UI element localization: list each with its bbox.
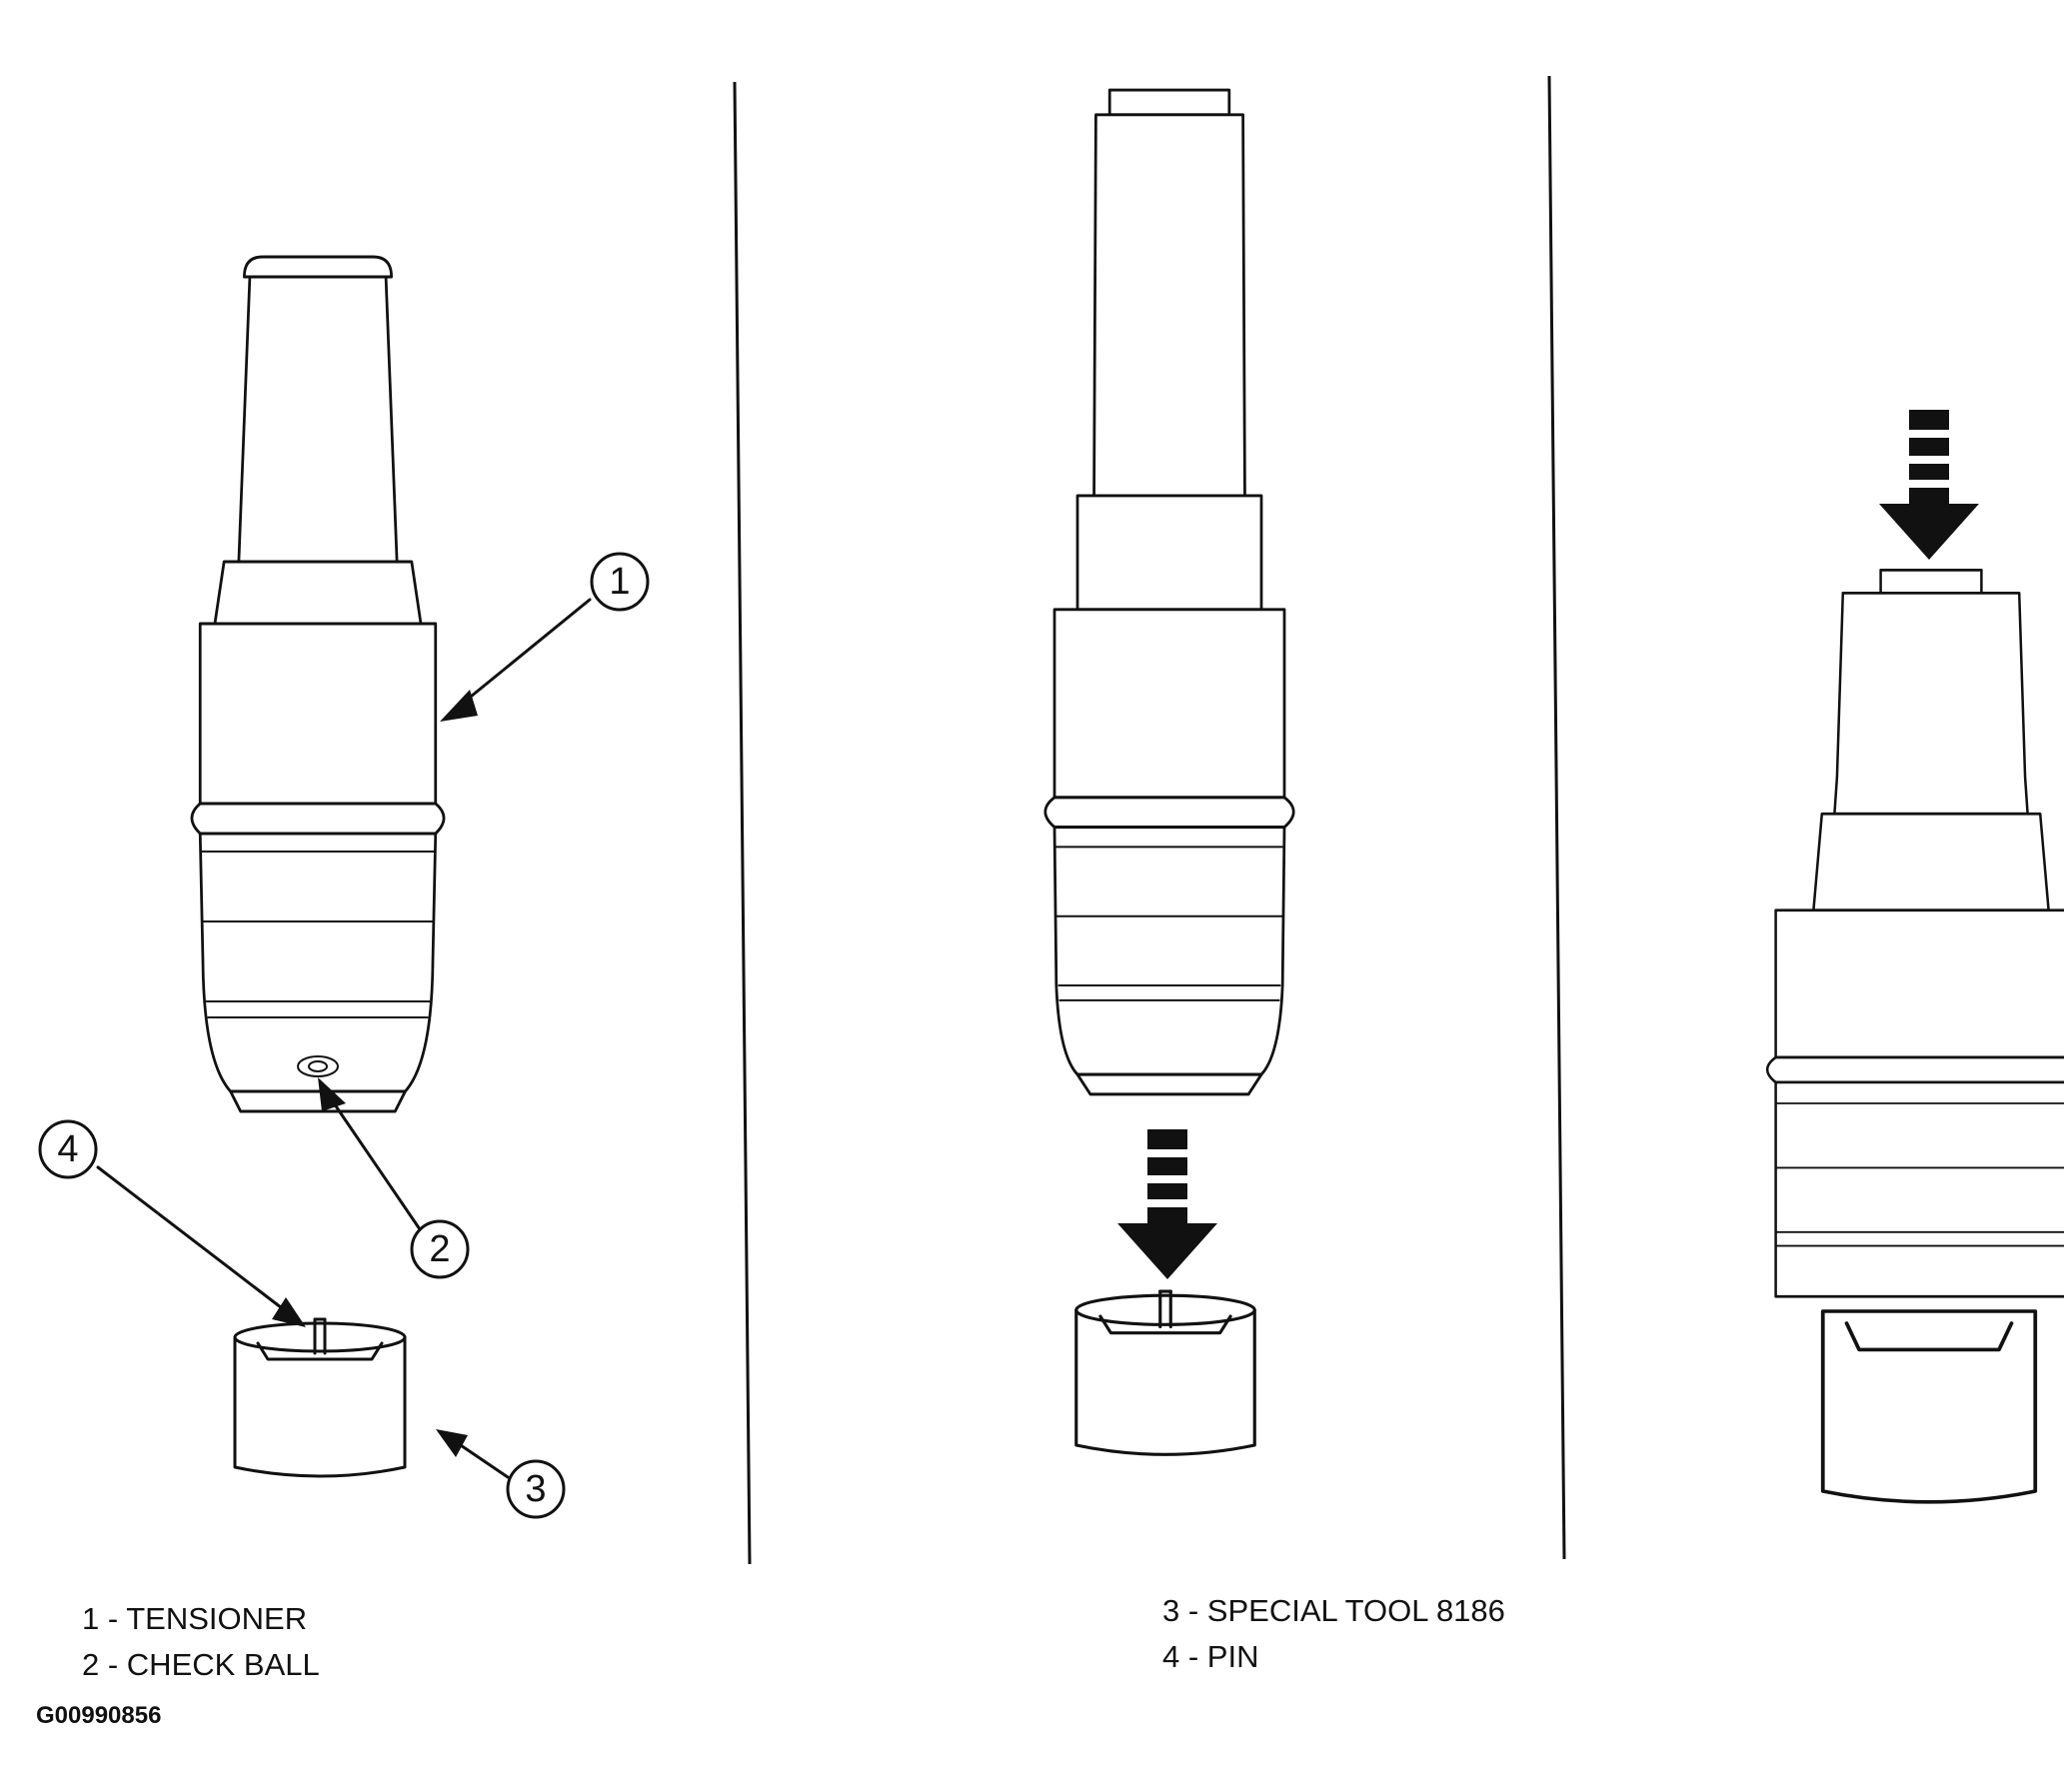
callout-3: 3 xyxy=(506,1459,566,1519)
down-arrow-panel-3 xyxy=(1879,410,1979,560)
callout-1-number: 1 xyxy=(609,561,630,603)
legend-item-3: 3 - SPECIAL TOOL 8186 xyxy=(1162,1593,1505,1628)
down-arrow-panel-2 xyxy=(1117,1129,1217,1279)
panel-divider-1 xyxy=(733,81,752,1565)
panel-divider-2 xyxy=(1547,75,1566,1560)
special-tool-panel-2 xyxy=(1074,1289,1256,1456)
leader-arrow-3 xyxy=(436,1429,510,1479)
special-tool-panel-3 xyxy=(1820,1309,2038,1504)
callout-4-number: 4 xyxy=(57,1128,78,1170)
special-tool-panel-1 xyxy=(233,1317,407,1478)
callout-4: 4 xyxy=(38,1119,98,1179)
tensioner-panel-1 xyxy=(190,255,446,1113)
callout-2-number: 2 xyxy=(429,1228,450,1270)
legend-item-1: 1 - TENSIONER xyxy=(82,1601,307,1636)
leader-arrow-2 xyxy=(318,1077,422,1231)
figure-code: G00990856 xyxy=(36,1702,161,1729)
legend-item-4: 4 - PIN xyxy=(1162,1639,1258,1674)
legend-item-2: 2 - CHECK BALL xyxy=(82,1647,320,1682)
callout-2: 2 xyxy=(410,1219,470,1279)
leader-arrow-1 xyxy=(440,598,592,722)
tensioner-panel-3 xyxy=(1765,569,2064,1298)
callout-3-number: 3 xyxy=(525,1468,546,1510)
callout-1: 1 xyxy=(590,552,650,612)
leader-arrow-4 xyxy=(96,1165,306,1327)
tensioner-panel-2 xyxy=(1043,88,1295,1096)
